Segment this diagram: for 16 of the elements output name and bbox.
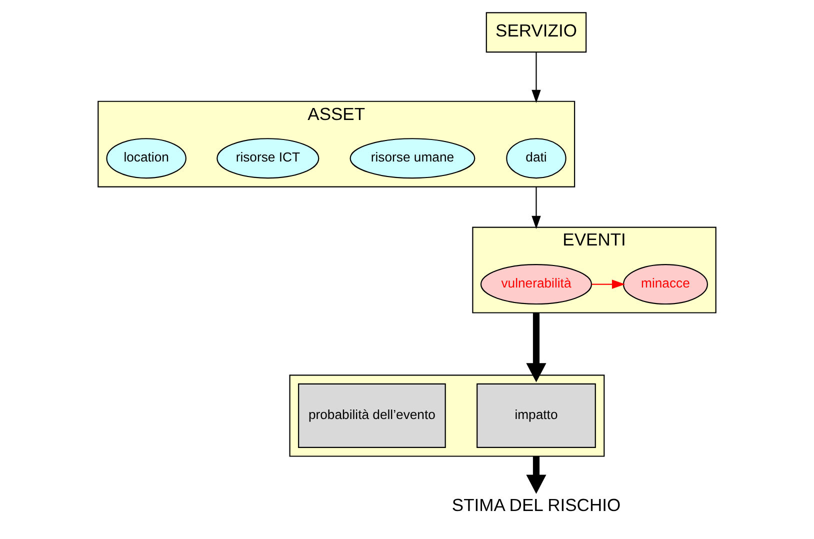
cluster [289, 374, 605, 457]
node-ellipse: dati [506, 138, 566, 179]
node-box: probabilità dell’evento [298, 383, 446, 448]
arrow [592, 280, 626, 289]
node-box: SERVIZIO [486, 12, 587, 53]
node-ellipse: vulnerabilità [480, 264, 592, 305]
node-ellipse: minacce [622, 264, 708, 305]
node-box: impatto [476, 383, 596, 448]
node-ellipse: risorse umane [350, 138, 476, 179]
node-ellipse: risorse ICT [216, 138, 320, 179]
arrow [526, 456, 546, 494]
node-text: STIMA DEL RISCHIO [452, 494, 621, 515]
arrow [526, 312, 546, 382]
arrow [532, 186, 541, 229]
node-ellipse: location [106, 138, 186, 179]
arrow [532, 52, 541, 104]
